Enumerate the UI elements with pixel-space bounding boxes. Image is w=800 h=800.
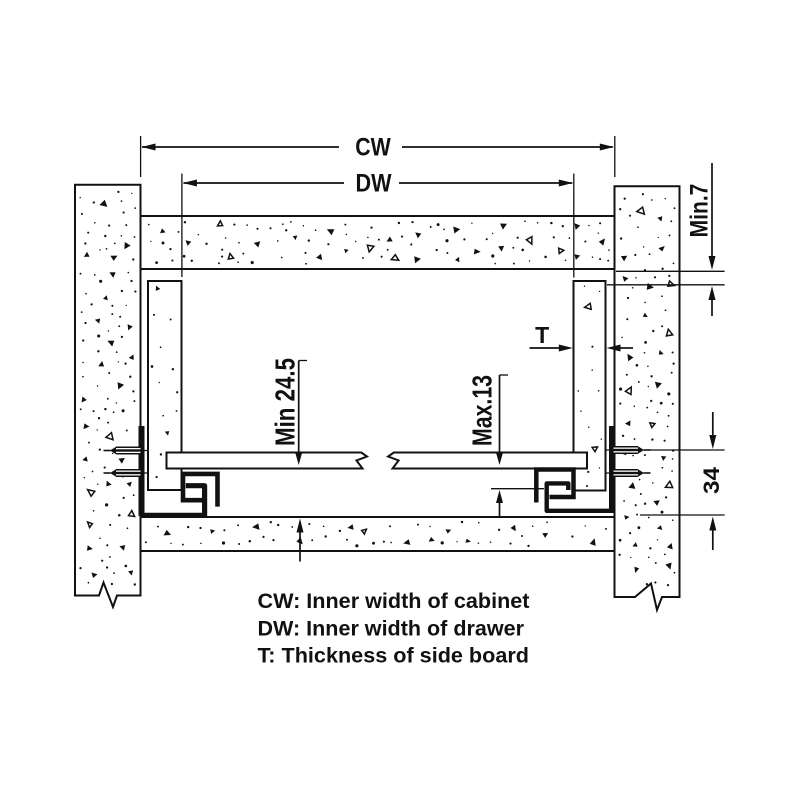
svg-text:T: Thickness of side board: T: Thickness of side board [258,645,530,668]
svg-text:DW: Inner width of drawer: DW: Inner width of drawer [258,617,525,640]
svg-text:T: T [535,322,549,348]
svg-text:Min 24.5: Min 24.5 [270,358,301,446]
svg-text:DW: DW [356,170,392,198]
svg-text:CW: Inner width of cabinet: CW: Inner width of cabinet [258,590,530,613]
svg-text:34: 34 [699,466,724,494]
svg-text:Max.13: Max.13 [467,375,498,446]
svg-text:CW: CW [355,134,391,162]
svg-text:Min.7: Min.7 [686,184,714,238]
